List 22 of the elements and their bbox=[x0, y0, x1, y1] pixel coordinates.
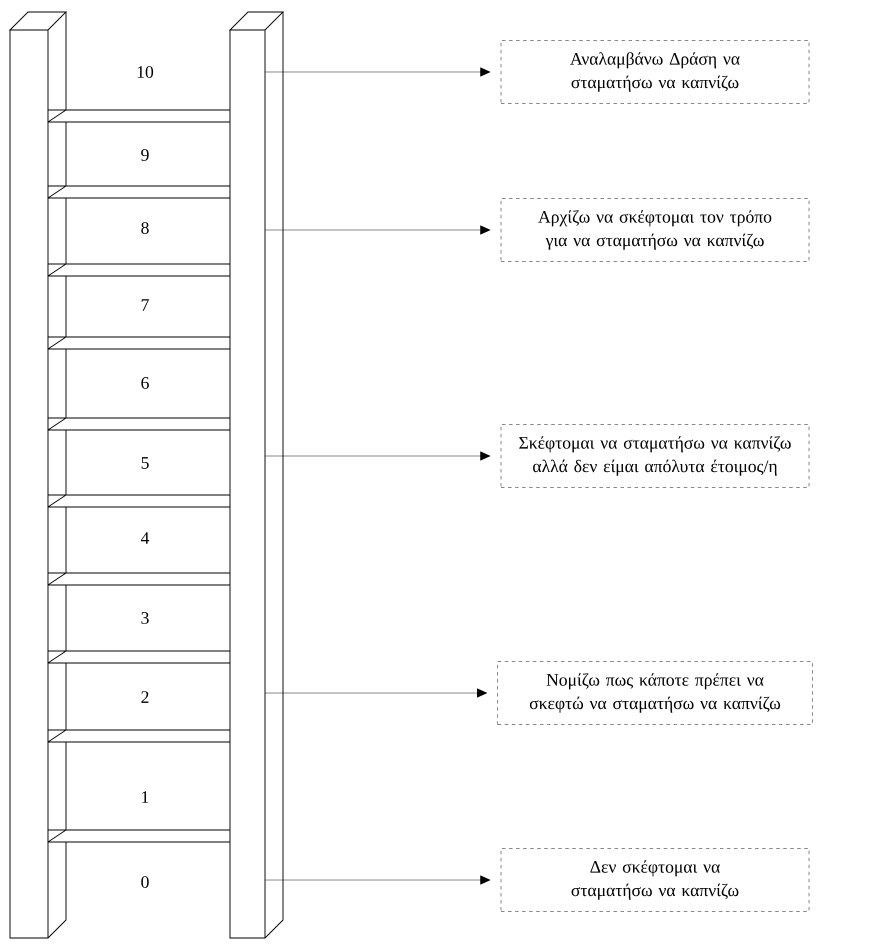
level-number: 1 bbox=[142, 791, 148, 803]
arrow bbox=[265, 67, 490, 77]
level-number: 0 bbox=[141, 876, 149, 888]
level-number: 6 bbox=[141, 377, 149, 389]
level-number: 5 bbox=[142, 457, 149, 469]
arrow bbox=[265, 688, 488, 698]
level-number: 4 bbox=[140, 532, 150, 544]
statement-box: Σκέφτομαι να σταματήσω να καπνίζω αλλά δεν είμαι απόλυτα έτοιμος/η bbox=[500, 424, 810, 488]
arrow bbox=[265, 225, 490, 235]
ladder-rail bbox=[230, 30, 266, 938]
statement-box: Δεν σκέφτομαι να σταματήσω να καπνίζω bbox=[500, 848, 810, 912]
level-number: 7 bbox=[142, 299, 149, 311]
statement-box: Αναλαμβάνω Δράση να σταματήσω να καπνίζω bbox=[500, 40, 810, 104]
statement-box: Νομίζω πως κάποτε πρέπει να σκεφτώ να σταματήσω να καπνίζω bbox=[498, 661, 812, 725]
level-number: 10 bbox=[138, 66, 154, 78]
level-number: 8 bbox=[141, 222, 149, 234]
arrow bbox=[265, 451, 490, 461]
arrow bbox=[265, 875, 490, 885]
level-number: 9 bbox=[141, 149, 149, 161]
level-number: 3 bbox=[141, 612, 149, 624]
statement-box: Αρχίζω να σκέφτομαι τον τρόπο για να σταματήσω να καπνίζω bbox=[500, 198, 810, 262]
level-number: 2 bbox=[141, 691, 148, 703]
